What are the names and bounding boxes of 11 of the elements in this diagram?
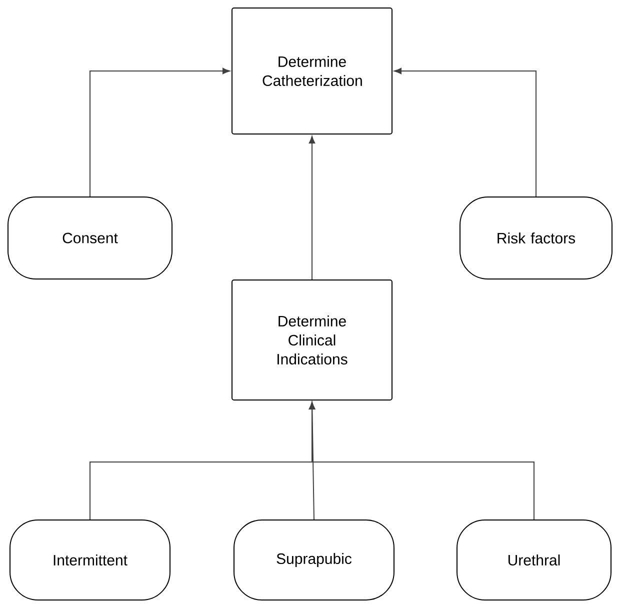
rounded-box: Urethral: [456, 520, 612, 600]
rounded-box: Intermittent: [10, 520, 170, 600]
rounded-box: Consent: [8, 196, 172, 280]
arrow: [308, 402, 534, 520]
process-box: Determine Clinical Indications: [232, 280, 392, 400]
rounded-box: Risk factors: [460, 196, 612, 280]
arrow: [90, 68, 230, 197]
rounded-box: Suprapubic: [234, 520, 394, 600]
arrow: [308, 136, 316, 280]
arrow: [394, 68, 536, 197]
process-box: Determine Catheterization: [232, 8, 392, 134]
